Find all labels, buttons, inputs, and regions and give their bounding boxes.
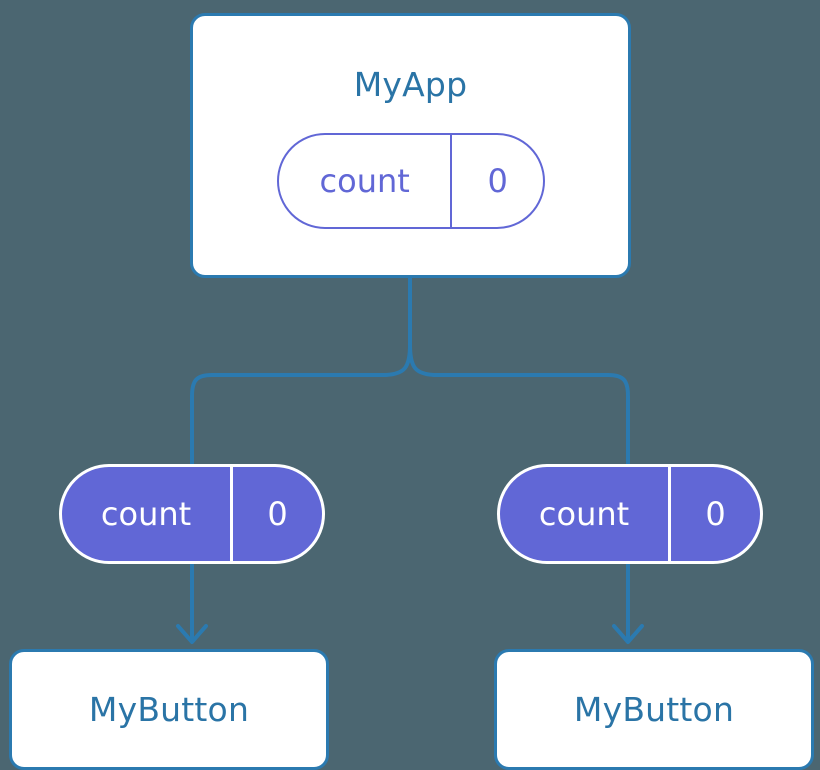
- wire-split-right: [408, 344, 608, 377]
- component-title-myapp: MyApp: [353, 65, 468, 104]
- prop-pill-key: count: [500, 467, 672, 561]
- prop-pill-value: 0: [705, 495, 726, 533]
- component-box-mybutton-right[interactable]: MyButton: [494, 649, 814, 770]
- prop-pill-value: 0: [267, 495, 288, 533]
- state-pill-key: count: [279, 135, 453, 227]
- wire-elbow-right: [607, 373, 630, 464]
- state-pill-myapp[interactable]: count 0: [277, 133, 545, 229]
- prop-pill-left[interactable]: count 0: [59, 464, 325, 564]
- component-box-mybutton-left[interactable]: MyButton: [9, 649, 329, 770]
- component-title-mybutton: MyButton: [573, 690, 735, 729]
- wire-split-left: [212, 344, 412, 377]
- prop-pill-right[interactable]: count 0: [497, 464, 763, 564]
- state-pill-value: 0: [487, 162, 508, 200]
- prop-pill-key: count: [62, 467, 234, 561]
- arrowhead-left: [176, 624, 208, 644]
- component-title-mybutton: MyButton: [88, 690, 250, 729]
- arrowhead-right: [612, 624, 644, 644]
- wire-elbow-left: [190, 373, 213, 464]
- component-box-myapp[interactable]: MyApp: [190, 13, 631, 278]
